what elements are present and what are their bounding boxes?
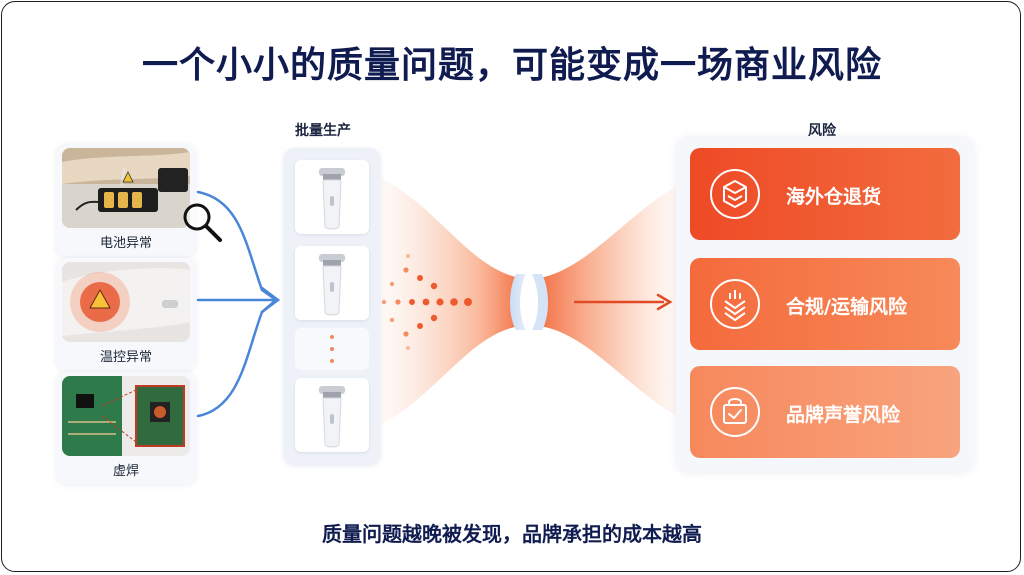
risks-heading: 风险: [808, 123, 836, 139]
risk-panel: 海外仓退货 合规/运输风险 品牌声誉风险: [676, 136, 974, 472]
risk-arrow: [574, 293, 673, 311]
issue-label: 温控异常: [99, 350, 152, 365]
device-image: [319, 168, 345, 230]
funnel-ring-left: [510, 274, 526, 330]
issue-label: 电池异常: [99, 236, 152, 251]
issue-label: 虚焊: [112, 464, 139, 479]
issue-card-temperature: 温控异常: [56, 258, 196, 370]
product-card: [295, 160, 369, 234]
issue-card-battery: 电池异常: [56, 144, 222, 256]
slide-title: 一个小小的质量问题，可能变成一场商业风险: [141, 45, 882, 86]
chevron-layers-icon: [710, 279, 760, 329]
more-products-ellipsis: [295, 328, 369, 370]
issue-card-cold-solder: 虚焊: [56, 372, 196, 484]
slide-footer: 质量问题越晚被发现，品牌承担的成本越高: [322, 522, 702, 546]
magnifier-icon: [183, 203, 222, 242]
risk-label: 品牌声誉风险: [786, 404, 901, 426]
risk-label: 海外仓退货: [786, 186, 882, 208]
shopping-bag-check-icon: [710, 387, 760, 437]
connector-arrowhead: [260, 286, 281, 314]
connector-solder: [196, 298, 278, 418]
production-column: [283, 148, 381, 466]
particle-dots: [381, 254, 472, 350]
pcb-illustration: [62, 376, 190, 456]
risk-item-brand-reputation: 品牌声誉风险: [690, 366, 960, 458]
device-image: [319, 386, 345, 448]
risk-item-overseas-returns: 海外仓退货: [690, 148, 960, 240]
device-image: [319, 254, 345, 316]
connector-lines: [196, 190, 281, 418]
product-card: [295, 246, 369, 320]
funnel-ring-right: [532, 274, 548, 330]
product-card: [295, 378, 369, 452]
package-stack-icon: [710, 169, 760, 219]
risk-label: 合规/运输风险: [786, 296, 907, 318]
battery-illustration: [62, 148, 190, 228]
temperature-illustration: [62, 262, 190, 342]
connector-battery: [196, 190, 278, 302]
risk-item-compliance-transport: 合规/运输风险: [690, 258, 960, 350]
production-heading: 批量生产: [295, 123, 351, 139]
